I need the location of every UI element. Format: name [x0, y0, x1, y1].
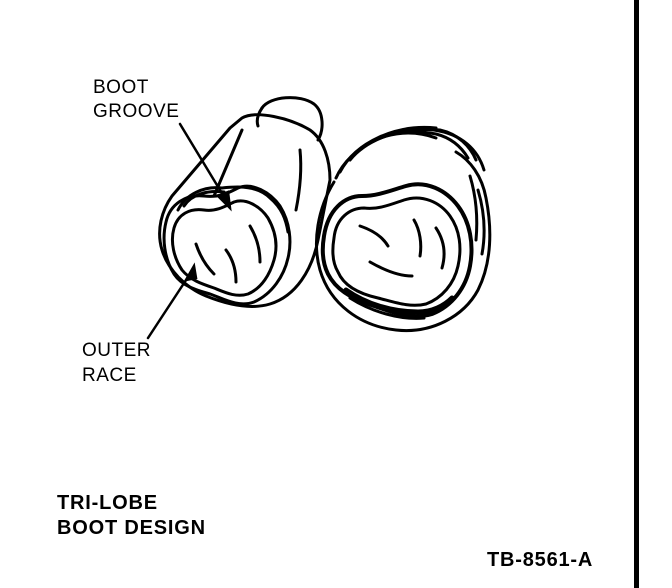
boot-convolution-5 — [370, 131, 438, 144]
boot-groove-arrowhead — [215, 190, 232, 212]
boot-lower-lip-2 — [348, 296, 426, 320]
outer-race-boot-groove-2 — [182, 190, 226, 208]
boot-fold-3 — [368, 260, 414, 278]
outer-race-stem — [260, 96, 324, 142]
diagram-title-line2: BOOT DESIGN — [57, 517, 206, 539]
outer-race-label-line1: OUTER — [82, 340, 151, 361]
boot-lower-lip — [343, 287, 455, 315]
diagram-title-line1: TRI-LOBE — [57, 492, 158, 514]
boot-convolution-1 — [334, 127, 486, 180]
boot-groove-leader — [178, 122, 228, 202]
outer-race-leader — [146, 272, 192, 340]
boot-tri-lobe-opening — [331, 196, 462, 307]
outer-race-drawing — [158, 96, 332, 308]
outer-race-highlight-2 — [212, 128, 244, 198]
leader-lines — [146, 122, 232, 340]
boot-side-ridge-2 — [468, 174, 479, 242]
boot-outer-shell — [314, 150, 492, 333]
boot-groove-label-line1: BOOT — [93, 77, 149, 98]
outer-race-rim-inner — [170, 199, 278, 297]
boot-groove-label-line2: GROOVE — [93, 101, 180, 122]
right-border-rule — [634, 0, 639, 588]
boot-side-ridge-1 — [476, 188, 486, 256]
boot-fold-2 — [412, 218, 423, 258]
outer-race-lobe-line-2 — [224, 248, 238, 284]
boot-fold-1 — [358, 224, 390, 248]
boot-opening-rim — [320, 182, 474, 319]
boot-fold-4 — [434, 226, 446, 270]
outer-race-highlight-1 — [294, 148, 303, 212]
outer-race-lobe-line-1 — [194, 242, 216, 276]
outer-race-label-line2: RACE — [82, 365, 137, 386]
outer-race-boot-groove — [176, 185, 290, 234]
outer-race-arrowhead — [183, 262, 198, 282]
outer-race-body — [158, 113, 332, 308]
outer-race-stem-base — [255, 106, 264, 128]
boot-drawing — [314, 125, 492, 333]
outer-race-lobe-line-3 — [248, 224, 262, 264]
figure-code: TB-8561-A — [487, 549, 594, 571]
